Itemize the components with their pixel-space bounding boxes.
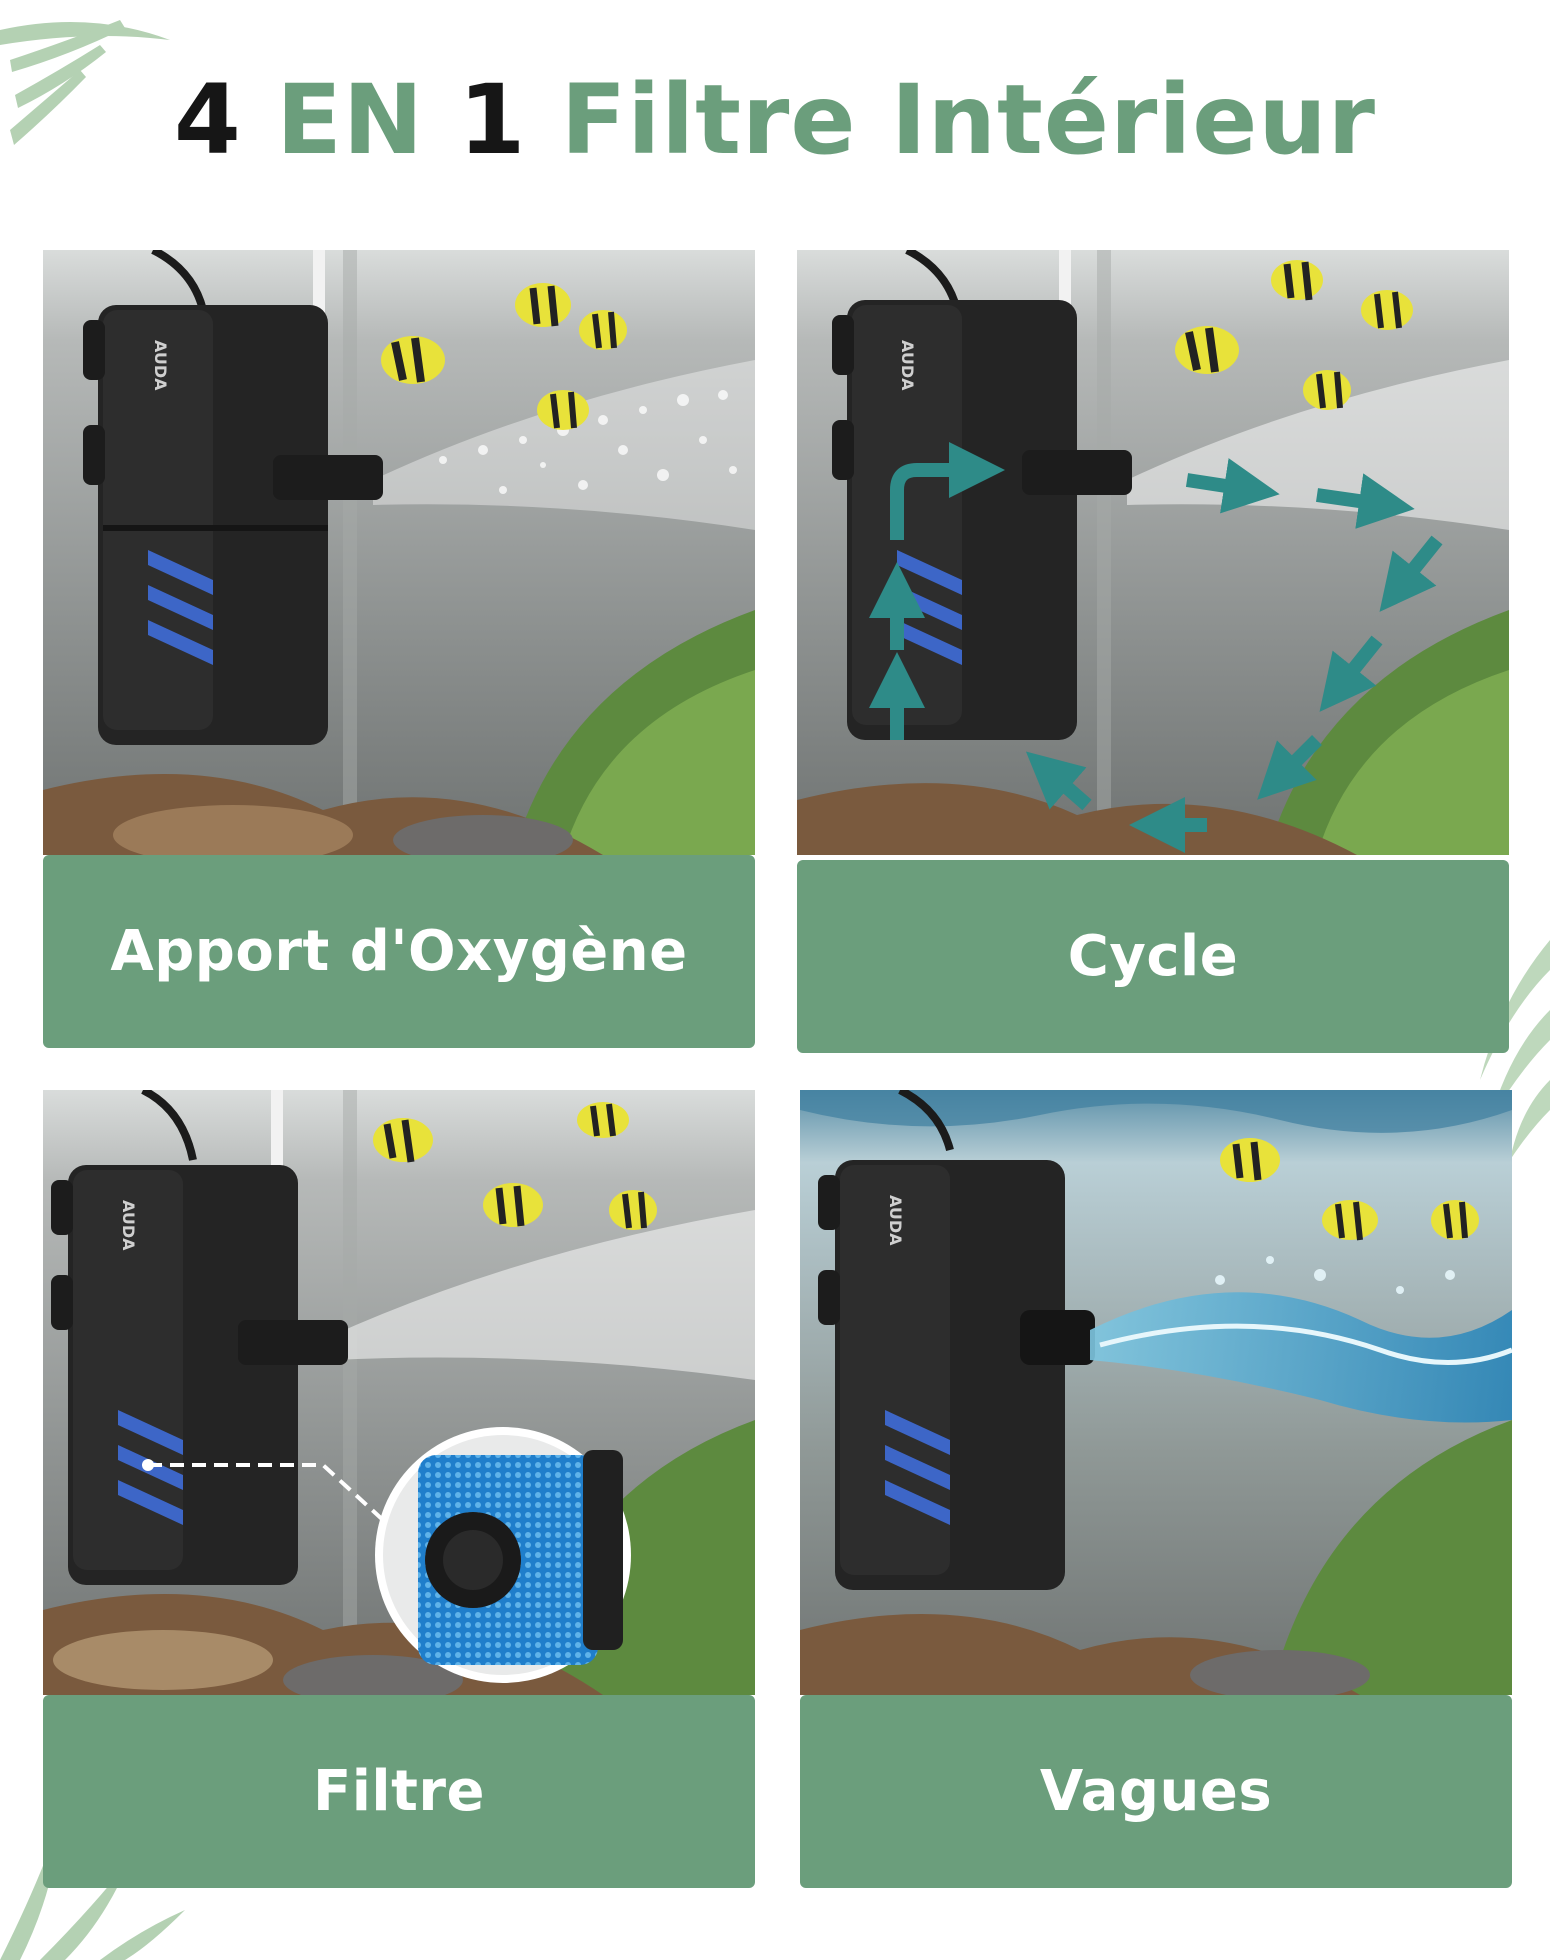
fern-leaf-bottom-left [0, 1820, 185, 1960]
feature-panel-cycle: AUDA Cycle [797, 250, 1509, 1053]
feature-panel-waves: AUDA Vagues [800, 1090, 1512, 1890]
device-brand-text: AUDA [898, 340, 917, 391]
fern-leaf-top-left [0, 20, 170, 145]
filter-device: AUDA [51, 1090, 348, 1585]
filter-photo: AUDA [43, 1090, 755, 1695]
fish-group [381, 283, 627, 430]
waves-label-bar: Vagues [800, 1695, 1512, 1888]
oxygen-photo: AUDA [43, 250, 755, 855]
circulation-arrows-icon [869, 442, 1443, 853]
title-number-one: 1 [458, 64, 527, 176]
waves-photo: AUDA [800, 1090, 1512, 1695]
title-number-four: 4 [173, 64, 242, 176]
device-brand-text: AUDA [151, 340, 170, 391]
page-title: 4 EN 1 Filtre Intérieur [0, 60, 1550, 180]
title-product-name: Filtre Intérieur [560, 64, 1377, 176]
waves-label: Vagues [1039, 1759, 1273, 1824]
device-brand-text: AUDA [886, 1195, 905, 1246]
title-en: EN [276, 64, 425, 176]
callout-pointer [142, 1459, 385, 1522]
feature-panel-oxygen: AUDA Apport d'Oxygène [43, 250, 755, 1050]
feature-panel-filter: AUDA Filtre [43, 1090, 755, 1890]
filter-label: Filtre [312, 1759, 485, 1824]
device-brand-text: AUDA [119, 1200, 138, 1251]
cycle-photo: AUDA [797, 250, 1509, 855]
cycle-label-bar: Cycle [797, 860, 1509, 1053]
fish-group [1220, 1138, 1479, 1241]
water-wave-icon [1090, 1256, 1512, 1423]
oxygen-label-bar: Apport d'Oxygène [43, 855, 755, 1048]
fish-group [1175, 260, 1413, 410]
filter-sponge-icon [375, 1427, 631, 1683]
filter-label-bar: Filtre [43, 1695, 755, 1888]
filter-device: AUDA [83, 250, 383, 745]
cycle-label: Cycle [1067, 924, 1239, 989]
fish-group [373, 1102, 657, 1230]
oxygen-label: Apport d'Oxygène [110, 919, 688, 984]
filter-device: AUDA [818, 1090, 1095, 1590]
filter-device: AUDA [832, 250, 1132, 740]
